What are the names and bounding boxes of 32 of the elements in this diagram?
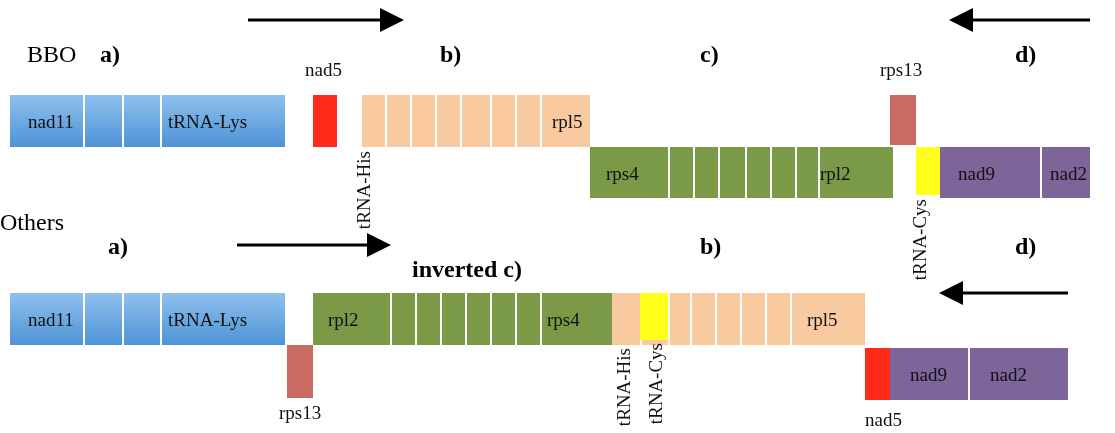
panel-label: b): [440, 42, 462, 66]
gene-label: rps13: [880, 60, 923, 79]
gene-label: rps13: [279, 403, 322, 422]
gene-label: nad11: [28, 112, 74, 131]
gene-label: rps4: [547, 310, 580, 329]
gene-label: tRNA-His: [354, 151, 373, 230]
panel-label: a): [100, 42, 120, 66]
gene-label: rpl2: [820, 164, 851, 183]
gene-label: rpl5: [552, 112, 583, 131]
gene-label: tRNA-Cys: [910, 199, 929, 281]
gene-label: tRNA-Cys: [646, 343, 665, 425]
gene-label: nad2: [990, 365, 1027, 384]
panel-label: c): [700, 42, 719, 66]
panel-label: d): [1015, 234, 1037, 258]
panel-label: a): [108, 234, 128, 258]
panel-label: inverted c): [412, 257, 522, 281]
gene-label: nad5: [305, 60, 342, 79]
gene-label: nad9: [958, 164, 995, 183]
gene-label: rps4: [606, 164, 639, 183]
group-label: BBO: [27, 42, 77, 66]
panel-label: b): [700, 234, 722, 258]
gene-label: nad11: [28, 310, 74, 329]
gene-label: nad9: [910, 365, 947, 384]
group-label: Others: [0, 210, 64, 234]
gene-label: tRNA-Lys: [168, 310, 248, 329]
gene-label: tRNA-His: [614, 348, 633, 427]
gene-label: tRNA-Lys: [168, 112, 248, 131]
panel-label: d): [1015, 42, 1037, 66]
gene-label: rpl2: [328, 310, 359, 329]
gene-label: nad5: [865, 410, 902, 429]
gene-label: rpl5: [807, 310, 838, 329]
gene-label: nad2: [1050, 164, 1087, 183]
